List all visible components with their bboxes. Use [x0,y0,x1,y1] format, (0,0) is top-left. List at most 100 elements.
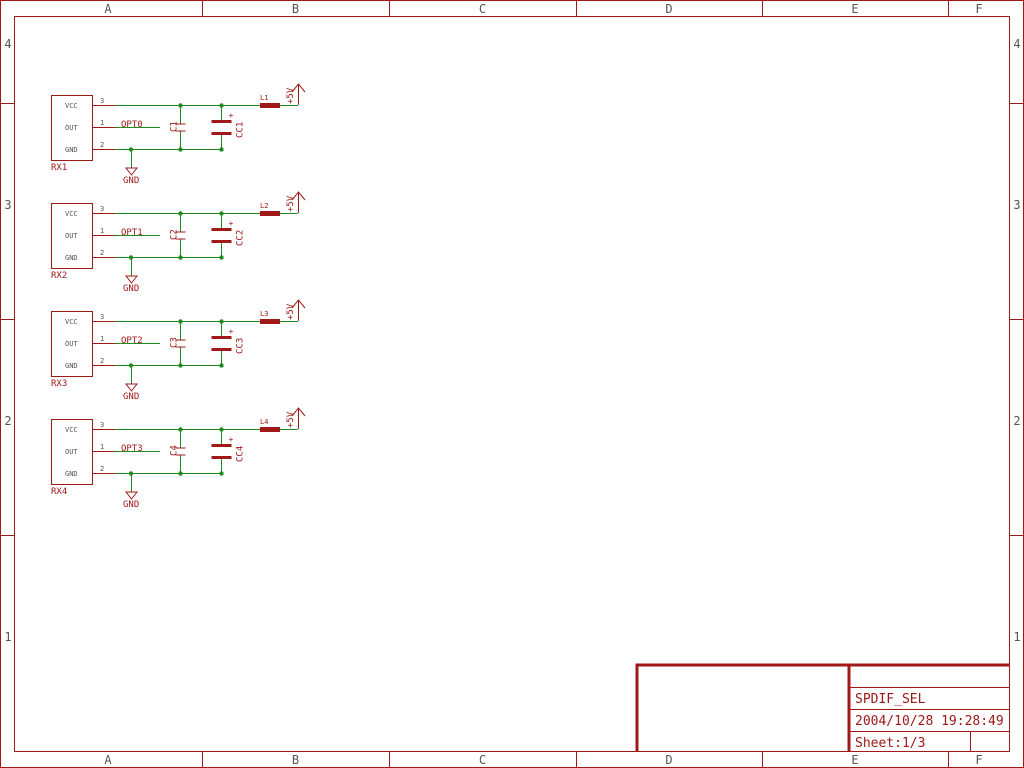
pin-label-vcc: VCC [65,102,78,110]
pin-number: 2 [100,465,104,473]
junction-dot [178,147,183,152]
pin-number: 2 [100,249,104,257]
sheet-number: Sheet:1/3 [855,736,925,751]
junction-dot [178,103,183,108]
cap-ref: C3 [170,337,180,348]
drawing-datetime: 2004/10/28 19:28:49 [855,714,1004,729]
elcap-plate [211,240,232,243]
title-block: SPDIF_SEL 2004/10/28 19:28:49 Sheet:1/3 [635,663,1010,752]
elcap-ref: CC2 [236,230,246,246]
supply-arrow-icon [291,191,306,201]
junction-dot [178,471,183,476]
elcap-plate [211,120,232,123]
row-label-left: 4 [4,37,11,51]
row-label-right: 4 [1013,37,1020,51]
inner-frame [14,16,1010,752]
junction-dot [178,255,183,260]
column-label-top: F [975,2,982,16]
pin-label-vcc: VCC [65,318,78,326]
supply-arrow-icon [291,407,306,417]
pin-number: 3 [100,313,104,321]
gnd-label: GND [123,284,139,294]
row-label-left: 1 [4,630,11,644]
row-label-left: 2 [4,414,11,428]
pin-label-out: OUT [65,448,78,456]
elcap-ref: CC3 [236,338,246,354]
gnd-label: GND [123,176,139,186]
supply-label: +5V [286,87,296,104]
net-label: OPT1 [121,228,143,238]
receiver-ref: RX3 [51,379,67,389]
column-label-bottom: B [292,753,299,767]
elcap-plate [211,348,232,351]
supply-arrow-icon [291,299,306,309]
polarity-mark: + [229,327,234,336]
junction-dot [219,255,224,260]
pin-label-out: OUT [65,124,78,132]
polarity-mark: + [229,219,234,228]
column-label-top: E [851,2,858,16]
column-label-top: D [665,2,672,16]
ground-icon [124,383,139,392]
drawing-title: SPDIF_SEL [855,692,926,707]
column-label-bottom: F [975,753,982,767]
pin-label-gnd: GND [65,146,78,154]
elcap-plate [211,336,232,339]
elcap-plate [211,444,232,447]
row-label-left: 3 [4,198,11,212]
pin-label-out: OUT [65,340,78,348]
junction-dot [219,427,224,432]
junction-dot [219,147,224,152]
ground-icon [124,167,139,176]
pin-number: 3 [100,97,104,105]
junction-dot [178,319,183,324]
gnd-label: GND [123,500,139,510]
receiver-ref: RX1 [51,163,67,173]
column-label-bottom: D [665,753,672,767]
supply-arrow-icon [291,83,306,93]
row-label-right: 1 [1013,630,1020,644]
net-label: OPT3 [121,444,143,454]
pin-label-gnd: GND [65,254,78,262]
pin-number: 1 [100,335,104,343]
pin-number: 2 [100,357,104,365]
junction-dot [178,363,183,368]
row-label-right: 2 [1013,414,1020,428]
cap-ref: C2 [170,229,180,240]
junction-dot [219,363,224,368]
pin-number: 1 [100,443,104,451]
junction-dot [219,103,224,108]
column-label-bottom: A [104,753,112,767]
elcap-plate [211,132,232,135]
junction-dot [219,471,224,476]
pin-label-out: OUT [65,232,78,240]
pin-number: 1 [100,119,104,127]
pin-label-vcc: VCC [65,426,78,434]
pin-number: 3 [100,421,104,429]
inductor-ref: L2 [260,202,268,210]
inductor [260,427,280,432]
row-label-right: 3 [1013,198,1020,212]
inductor [260,319,280,324]
inductor-ref: L4 [260,418,268,426]
title-block-border [635,663,1010,752]
junction-dot [178,211,183,216]
net-label: OPT2 [121,336,143,346]
receiver-ref: RX2 [51,271,67,281]
inductor-ref: L1 [260,94,268,102]
cap-ref: C1 [170,121,180,132]
inductor-ref: L3 [260,310,268,318]
column-label-top: B [292,2,299,16]
inductor [260,211,280,216]
elcap-plate [211,228,232,231]
junction-dot [219,319,224,324]
column-label-top: C [479,2,486,16]
polarity-mark: + [229,435,234,444]
column-label-top: A [104,2,112,16]
